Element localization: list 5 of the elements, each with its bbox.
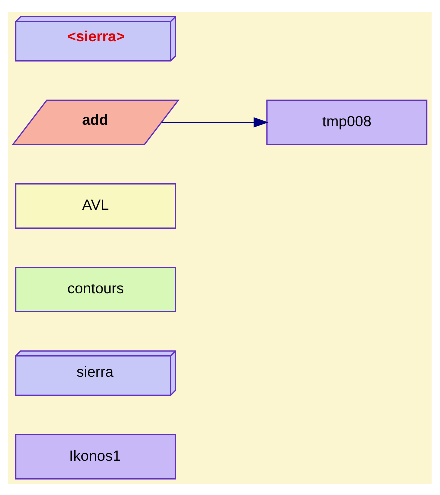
node-box: Ikonos1	[15, 434, 176, 480]
node-box: contours	[15, 266, 176, 312]
node-box: tmp008	[266, 99, 428, 145]
arrow	[162, 116, 269, 128]
node-box: AVL	[15, 182, 176, 228]
